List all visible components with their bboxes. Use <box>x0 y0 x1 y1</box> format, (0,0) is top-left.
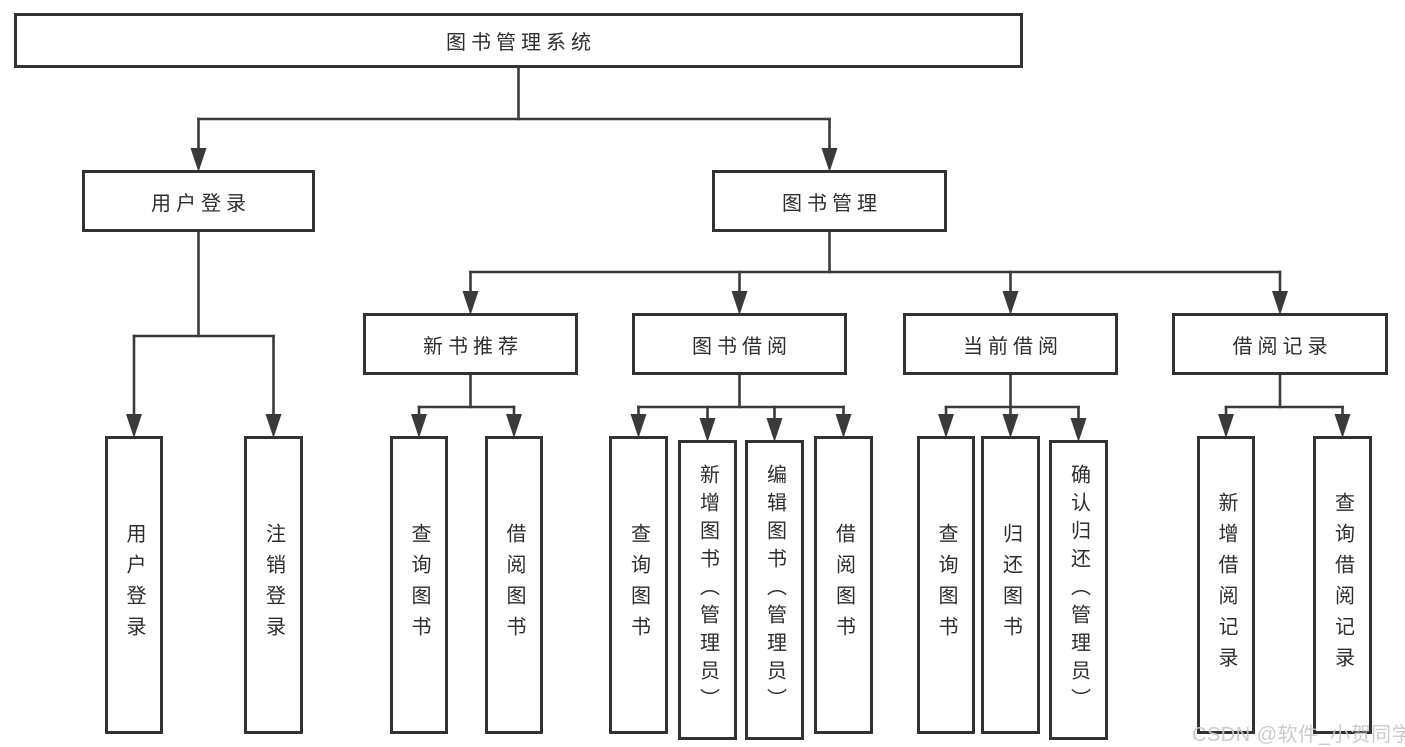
node-nb-query-books: 查询图书 <box>390 436 448 734</box>
node-bb-query-books: 查询图书 <box>609 436 668 734</box>
node-label-nb-query-books: 查询图书 <box>408 523 430 647</box>
node-br-add-record: 新增借阅记录 <box>1197 436 1255 734</box>
node-br-query-record: 查询借阅记录 <box>1313 436 1372 734</box>
node-current-borrow: 当前借阅 <box>903 313 1118 375</box>
node-label-br-query-record: 查询借阅记录 <box>1331 492 1354 678</box>
node-user-login-leaf: 用户登录 <box>105 436 163 734</box>
node-label-new-book-rec: 新书推荐 <box>423 335 523 358</box>
node-label-cb-return-books: 归还图书 <box>999 523 1022 647</box>
node-label-br-add-record: 新增借阅记录 <box>1215 492 1237 678</box>
node-label-bb-add-books-admin: 新增图书（管理员） <box>696 464 719 716</box>
node-label-cb-query-books: 查询图书 <box>935 523 957 647</box>
node-cb-confirm-return-admin: 确认归还（管理员） <box>1049 440 1108 740</box>
node-nb-borrow-books: 借阅图书 <box>485 436 543 734</box>
node-label-logout-leaf: 注销登录 <box>262 523 285 647</box>
node-cb-return-books: 归还图书 <box>981 436 1040 734</box>
node-bb-borrow-books: 借阅图书 <box>814 436 873 734</box>
node-book-borrow: 图书借阅 <box>632 313 847 375</box>
node-logout-leaf: 注销登录 <box>244 436 303 734</box>
node-label-borrow-records: 借阅记录 <box>1232 335 1333 358</box>
node-user-login-branch: 用户登录 <box>82 170 315 232</box>
node-library-system-root: 图书管理系统 <box>14 13 1023 68</box>
node-cb-query-books: 查询图书 <box>917 436 975 734</box>
node-label-user-login-branch: 用户登录 <box>151 192 251 215</box>
watermark: CSDN @软件_小贺同学 <box>1192 724 1405 746</box>
node-label-book-mgmt-branch: 图书管理 <box>782 192 882 215</box>
node-label-bb-query-books: 查询图书 <box>627 523 650 647</box>
node-label-bb-edit-books-admin: 编辑图书（管理员） <box>763 464 786 716</box>
node-new-book-rec: 新书推荐 <box>363 313 578 375</box>
node-label-current-borrow: 当前借阅 <box>963 335 1063 358</box>
node-bb-add-books-admin: 新增图书（管理员） <box>678 440 737 740</box>
node-book-mgmt-branch: 图书管理 <box>712 170 947 232</box>
node-label-user-login-leaf: 用户登录 <box>123 523 145 647</box>
node-borrow-records: 借阅记录 <box>1172 313 1388 375</box>
node-bb-edit-books-admin: 编辑图书（管理员） <box>745 440 804 740</box>
node-label-nb-borrow-books: 借阅图书 <box>503 523 525 647</box>
node-label-book-borrow: 图书借阅 <box>692 335 792 358</box>
node-label-bb-borrow-books: 借阅图书 <box>832 523 855 647</box>
node-label-cb-confirm-return-admin: 确认归还（管理员） <box>1067 464 1090 716</box>
node-label-library-system-root: 图书管理系统 <box>446 32 596 54</box>
